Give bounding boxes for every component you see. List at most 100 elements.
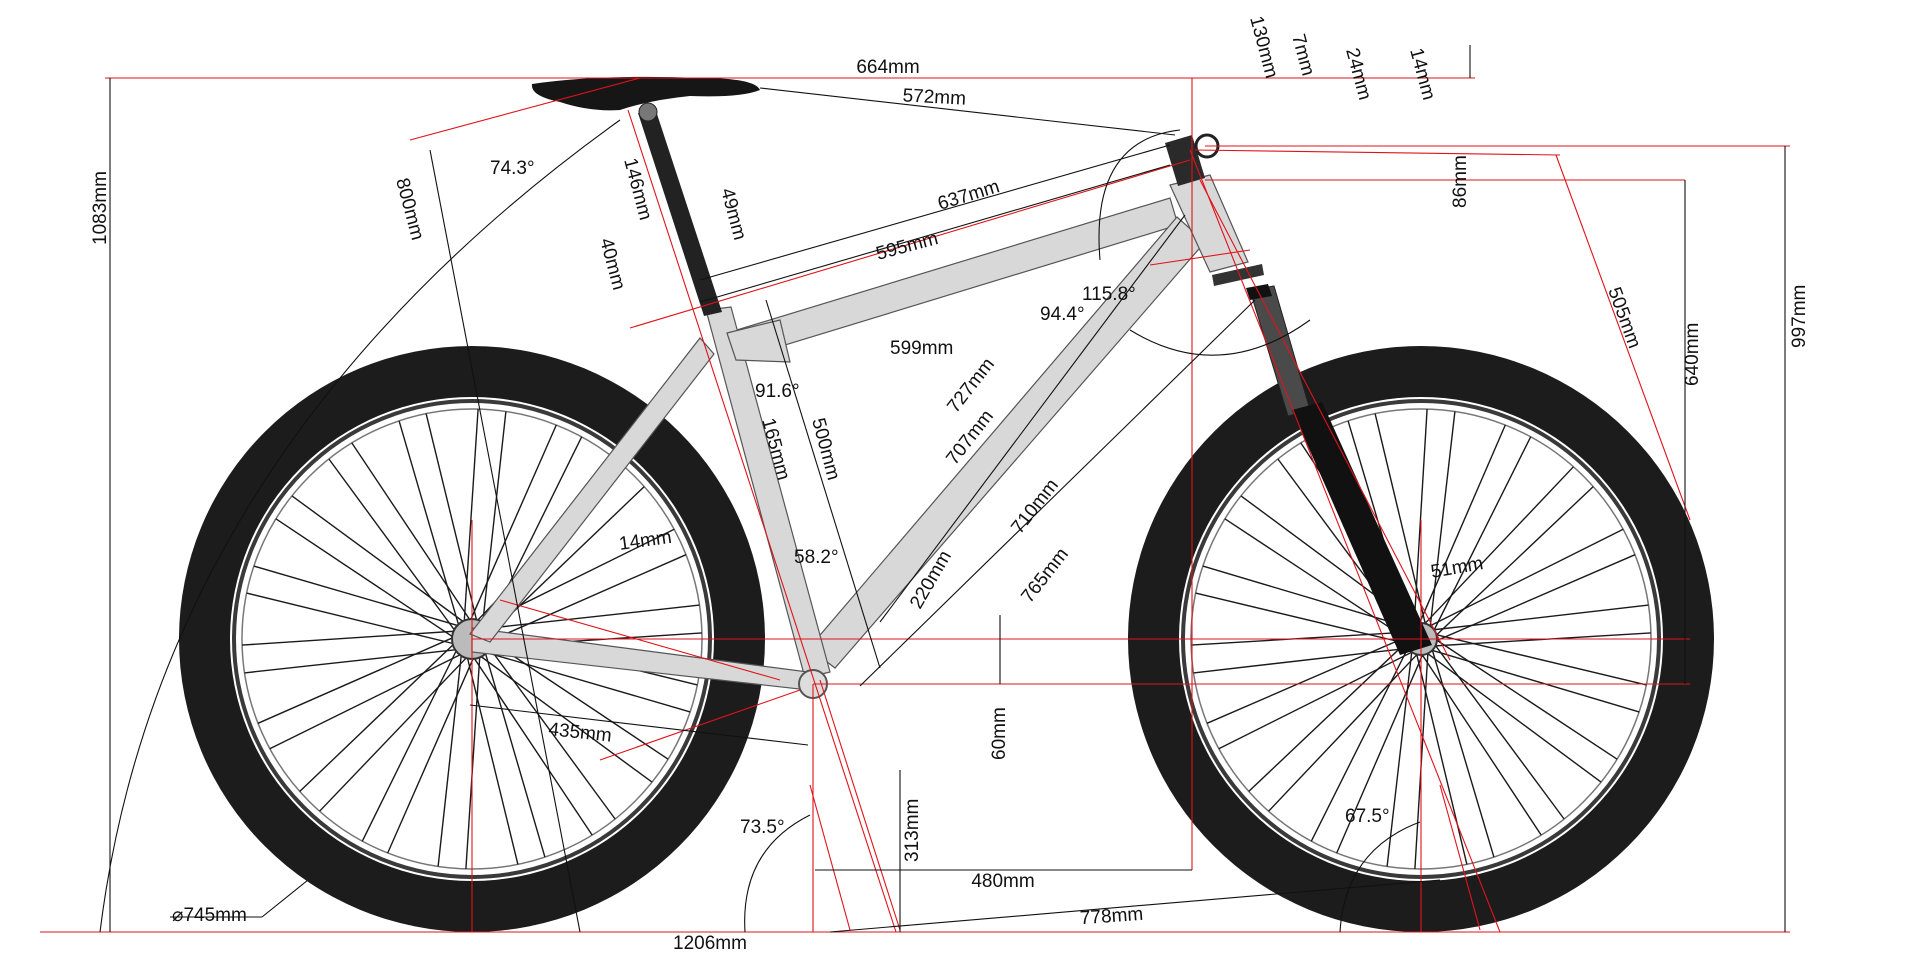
fork-axis-ref: [1199, 179, 1451, 661]
front-center-778-line: [829, 879, 1441, 933]
dim-top-tube-lower: 599mm: [890, 338, 953, 359]
fork-crown-marker: [1246, 284, 1272, 300]
spoke: [465, 652, 481, 869]
angle-labels: 74.3° 91.6° 94.4° 115.8° 58.2° 73.5° 67.…: [490, 158, 1390, 838]
spoke: [1413, 409, 1428, 627]
angle-head-top-junction: 115.8°: [1082, 284, 1136, 305]
spoke: [1432, 436, 1532, 633]
dim-overall-height: 1083mm: [90, 171, 111, 245]
rear-spokes: [242, 409, 702, 869]
spoke: [1429, 649, 1640, 713]
spoke: [1434, 486, 1594, 638]
spoke: [242, 630, 459, 646]
dim-down-tube-outer: 727mm: [943, 354, 999, 417]
spoke: [1422, 466, 1574, 626]
spoke: [1417, 424, 1506, 626]
saddle-assembly: [531, 76, 760, 316]
spoke: [477, 653, 653, 783]
dim-top-tube-actual: 637mm: [935, 176, 1002, 215]
spoke: [1193, 647, 1411, 674]
spoke: [487, 554, 687, 643]
head-angle-ref: [1439, 784, 1481, 931]
spoke: [483, 649, 546, 858]
spoke: [487, 638, 669, 760]
dim-headset-height: 130mm: [1245, 14, 1282, 81]
saddle-arc: [99, 119, 621, 933]
fork: [1165, 133, 1432, 655]
head-tube-axis: [1189, 149, 1501, 933]
frame: [469, 174, 1249, 699]
spoke: [275, 518, 457, 640]
angle-head-tube: 67.5°: [1345, 806, 1390, 827]
spoke: [291, 495, 467, 625]
headtube-angle-ref: [1149, 249, 1251, 266]
spoke: [1310, 645, 1410, 842]
seat-tube-500-line: [765, 299, 881, 669]
dim-top-tube-effective: 595mm: [874, 228, 941, 265]
fork-length-line: [1555, 154, 1691, 521]
fork-reference: [1194, 149, 1561, 156]
dimension-arrows: [99, 45, 1786, 933]
spoke: [244, 648, 460, 674]
spoke: [1433, 643, 1565, 820]
fork-leg: [1292, 402, 1432, 655]
wheel-dia-leader-2: [261, 879, 309, 918]
spoke: [437, 651, 463, 867]
top-gusset: [726, 319, 791, 363]
angle-seat-tube-junction: 91.6°: [755, 381, 800, 402]
spoke: [1202, 565, 1413, 629]
dim-saddle-height: 800mm: [391, 176, 428, 243]
seat-angle-arc: [744, 814, 811, 933]
saddle-angle-line: [409, 77, 641, 141]
spoke: [1386, 649, 1413, 867]
reach-572-line: [759, 87, 1176, 136]
seat-tube-axis: [627, 109, 897, 933]
spoke: [1336, 652, 1425, 854]
angle-saddle: 74.3°: [490, 158, 535, 179]
spoke: [1248, 640, 1408, 792]
spoke: [1431, 647, 1495, 858]
seat-angle-ref: [809, 784, 851, 931]
spoke: [1420, 652, 1542, 836]
dim-wheelbase: 1206mm: [673, 933, 747, 954]
dim-saddle-reach: 572mm: [902, 85, 966, 109]
angle-bb-junction: 58.2°: [794, 547, 839, 568]
spoke: [1206, 635, 1408, 724]
spoke: [486, 644, 616, 820]
angle-head-tube-junction: 94.4°: [1040, 304, 1085, 325]
saddle-height-800-line: [429, 149, 581, 933]
chainstay-435-line: [469, 704, 809, 746]
chainstay-ref: [499, 599, 781, 681]
headset-cup: [1212, 264, 1264, 286]
dim-bb-drop: 60mm: [989, 707, 1010, 760]
head-angle-arc: [1339, 821, 1421, 933]
spoke: [481, 411, 507, 627]
spoke: [1431, 604, 1649, 631]
spoke: [463, 409, 479, 626]
bb-ref-1: [599, 689, 801, 761]
spoke: [246, 592, 458, 646]
dim-reach: 480mm: [971, 871, 1034, 892]
dim-fork-length: 505mm: [1603, 285, 1644, 352]
seatpost-clamp: [638, 102, 658, 122]
spoke: [1195, 592, 1408, 645]
dim-stack: 640mm: [1682, 323, 1703, 386]
spoke: [1415, 652, 1468, 865]
spoke: [328, 458, 458, 634]
spoke: [468, 424, 557, 624]
front-spokes: [1191, 409, 1651, 869]
spoke: [1425, 651, 1602, 783]
spoke: [257, 635, 457, 724]
saddle: [531, 76, 760, 111]
spoke: [1427, 528, 1624, 628]
effective-top-tube: [629, 159, 1191, 329]
dimension-lines: [40, 77, 1790, 933]
spoke: [361, 646, 459, 842]
dim-total-height: 997mm: [1789, 285, 1810, 348]
spoke: [1268, 652, 1420, 812]
dim-bb-height: 313mm: [902, 799, 923, 862]
dim-down-tube-lower: 710mm: [1007, 475, 1063, 538]
dim-front-center: 778mm: [1079, 904, 1144, 929]
head-junction-arc: [1098, 129, 1311, 356]
